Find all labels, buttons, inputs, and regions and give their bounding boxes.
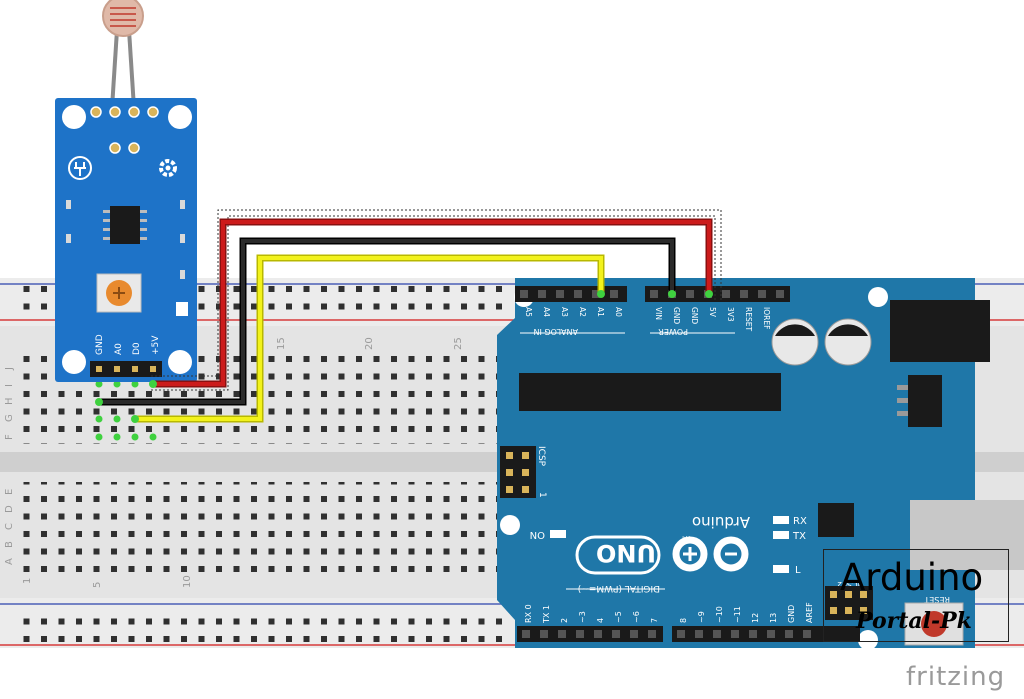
power-pin-label: 3V3 (726, 307, 735, 322)
column-number: 20 (364, 337, 375, 350)
analog-header-label: ANALOG IN (534, 327, 579, 336)
light-sensor-module[interactable]: GND A0 D0 +5V (55, 98, 197, 382)
digital-pin-label: 8 (679, 618, 688, 623)
watermark-title: Arduino (840, 556, 984, 599)
digital-header-right (672, 626, 860, 642)
digital-pin-label: ~3 (578, 611, 587, 623)
row-letter: E (4, 489, 15, 495)
power-header-label: POWER (658, 327, 688, 336)
power-pin-label: IOREF (762, 307, 771, 329)
digital-pin-label: ~6 (632, 611, 641, 623)
on-label: ON (530, 529, 545, 540)
column-number: 5 (92, 582, 103, 588)
icsp-pin1-label: 1 (537, 492, 547, 498)
microcontroller-chip (519, 373, 781, 411)
power-pin-label: 5V (708, 307, 717, 318)
power-pin-label: RESET (744, 307, 753, 331)
svg-text:UNO: UNO (596, 539, 656, 567)
digital-pin-label: GND (787, 605, 796, 623)
potentiometer[interactable] (96, 273, 142, 313)
column-number: 10 (182, 575, 193, 588)
l-label: L (795, 565, 801, 576)
digital-label: DIGITAL (PWM=~) (578, 583, 660, 593)
digital-pin-label: AREF (805, 602, 814, 623)
digital-pin-label: ~9 (697, 611, 706, 623)
analog-pin-label: A4 (542, 307, 551, 317)
digital-pin-label: 12 (751, 613, 760, 623)
capacitor (824, 318, 872, 366)
row-letter: D (4, 505, 15, 513)
watermark-subtitle: Portal-Pk (856, 608, 972, 634)
wire-signal-yellow[interactable] (135, 254, 605, 423)
power-header (645, 286, 790, 302)
digital-pin-label: ~5 (614, 611, 623, 623)
digital-pin-label: ~11 (733, 606, 742, 623)
module-pin-label-a0: A0 (114, 343, 124, 355)
row-letter: C (4, 523, 15, 530)
reset-label: RESET (924, 595, 950, 604)
svg-text:Arduino: Arduino (692, 513, 750, 531)
row-letter: A (4, 558, 15, 565)
row-letter: J (4, 367, 15, 371)
module-pin-label-5v: +5V (151, 335, 161, 355)
voltage-regulator (897, 375, 942, 427)
icsp2-header (825, 586, 873, 620)
power-plug-icon (68, 156, 92, 180)
fritzing-logo: fritzing (906, 662, 1006, 692)
power-pin-label: GND (672, 307, 681, 324)
capacitor (771, 318, 819, 366)
rx-label: RX (793, 516, 807, 527)
wire-selection-outline (151, 209, 722, 391)
row-letter: F (4, 434, 15, 440)
digital-pin-label: 2 (560, 618, 569, 623)
wire-5v-red[interactable] (153, 218, 713, 388)
wire-gnd-black[interactable] (99, 237, 676, 406)
icsp-label: ICSP (536, 446, 546, 467)
rx-led (773, 516, 789, 524)
on-led (550, 530, 566, 538)
row-letter: I (4, 384, 15, 387)
row-letter: G (4, 414, 15, 422)
tx-led (773, 531, 789, 539)
comparator-chip (103, 206, 147, 244)
digital-header-left (517, 626, 663, 642)
column-number: 1 (22, 578, 33, 584)
arduino-logo: Arduino TM UNO (575, 513, 750, 575)
wire-endpoint (95, 290, 713, 423)
icsp-header (500, 446, 536, 498)
analog-header (515, 286, 627, 302)
digital-pin-label: 4 (596, 618, 605, 623)
module-pin-label-d0: D0 (132, 342, 142, 355)
watermark-box (823, 549, 1009, 642)
power-rail-holes-bottom (22, 608, 502, 642)
digital-pin-label: RX 0 (524, 604, 533, 623)
digital-pin-label: ~10 (715, 606, 724, 623)
analog-pin-label: A2 (578, 307, 587, 317)
icsp2-label: ICSP2 (837, 580, 860, 589)
digital-pin-label: 7 (650, 618, 659, 623)
power-pin-label: VIN (654, 307, 663, 320)
module-pin-label-gnd: GND (95, 334, 105, 355)
module-header (90, 361, 162, 377)
digital-pin-label: TX 1 (542, 605, 551, 624)
usb-port (910, 500, 1024, 570)
l-led (773, 565, 789, 573)
gear-icon (159, 159, 177, 177)
power-pin-label: GND (690, 307, 699, 324)
arduino-uno-board[interactable]: A5 A4 A3 A2 A1 A0 ANALOG IN VIN GND GND … (497, 278, 1024, 650)
analog-pin-label: A5 (524, 307, 533, 317)
analog-pin-label: A3 (560, 307, 569, 317)
power-jack (890, 300, 990, 362)
reset-button[interactable] (904, 602, 964, 646)
column-number: 25 (453, 337, 464, 350)
column-number: 15 (276, 337, 287, 350)
row-letter: H (4, 397, 15, 405)
tx-label: TX (792, 531, 806, 542)
photoresistor[interactable] (102, 0, 144, 109)
analog-pin-label: A1 (596, 307, 605, 317)
digital-pin-label: 13 (769, 613, 778, 623)
analog-pin-label: A0 (614, 307, 623, 317)
row-letter: B (4, 541, 15, 548)
terminal-holes-bottom (22, 482, 502, 574)
